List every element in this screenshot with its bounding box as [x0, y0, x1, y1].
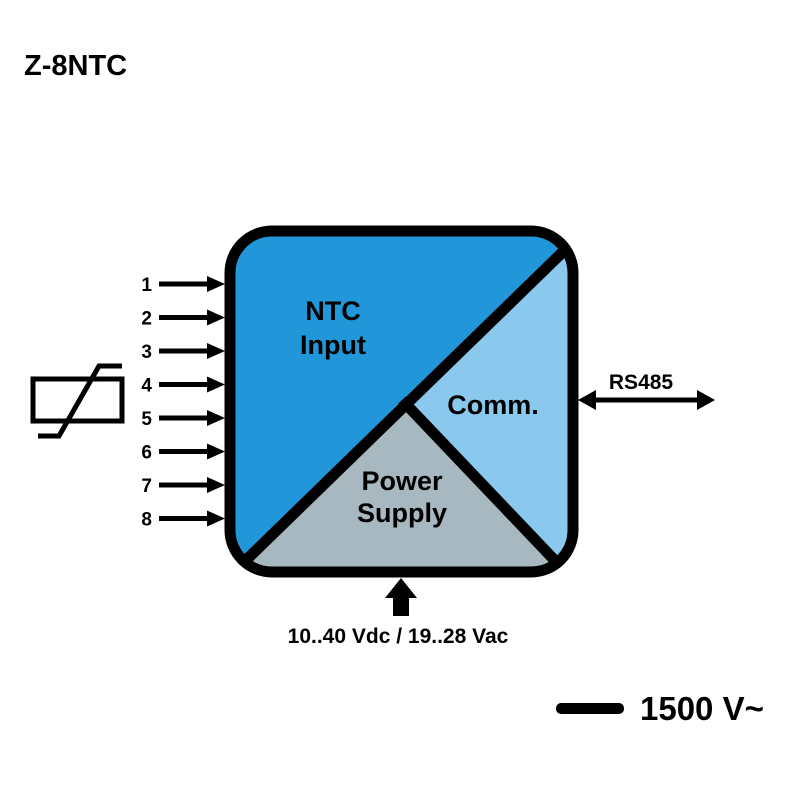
power-label-line2: Supply [357, 498, 447, 528]
input-number-6: 6 [141, 443, 152, 464]
input-number-2: 2 [141, 309, 152, 330]
input-number-3: 3 [141, 342, 152, 363]
module-outline [224, 225, 579, 578]
divider-power-comm [398, 396, 566, 572]
input-number-5: 5 [141, 409, 152, 430]
isolation-voltage: 1500 V~ [640, 690, 764, 727]
double-arrow-icon [578, 390, 715, 410]
device-title: Z-8NTC [24, 50, 127, 82]
rs485-label: RS485 [609, 371, 674, 394]
arrow-right-icon [159, 443, 225, 460]
comm-label: Comm. [447, 390, 539, 420]
input-number-8: 8 [141, 510, 152, 531]
input-channels: 1 2 3 4 5 6 7 8 [141, 275, 225, 531]
arrow-right-icon [159, 276, 225, 292]
ntc-input-label-line1: NTC [305, 296, 361, 326]
arrow-right-icon [159, 410, 225, 426]
input-number-4: 4 [141, 376, 152, 397]
arrow-right-icon [159, 510, 225, 527]
input-number-7: 7 [141, 476, 152, 497]
arrow-right-icon [159, 309, 225, 326]
arrow-right-icon [159, 376, 225, 393]
power-supply-section [245, 400, 560, 572]
power-label-line1: Power [361, 466, 443, 496]
ntc-thermistor-icon [30, 363, 125, 439]
comm-section [402, 245, 573, 568]
isolation-bar [556, 703, 624, 714]
module-box [230, 231, 573, 572]
arrow-right-icon [159, 343, 225, 359]
ntc-input-label-line2: Input [300, 330, 366, 360]
input-number-1: 1 [141, 275, 152, 296]
arrow-up-icon [385, 578, 417, 616]
ntc-input-section [230, 231, 573, 568]
power-supply-rating: 10..40 Vdc / 19..28 Vac [288, 625, 509, 648]
arrow-right-icon [159, 477, 225, 493]
